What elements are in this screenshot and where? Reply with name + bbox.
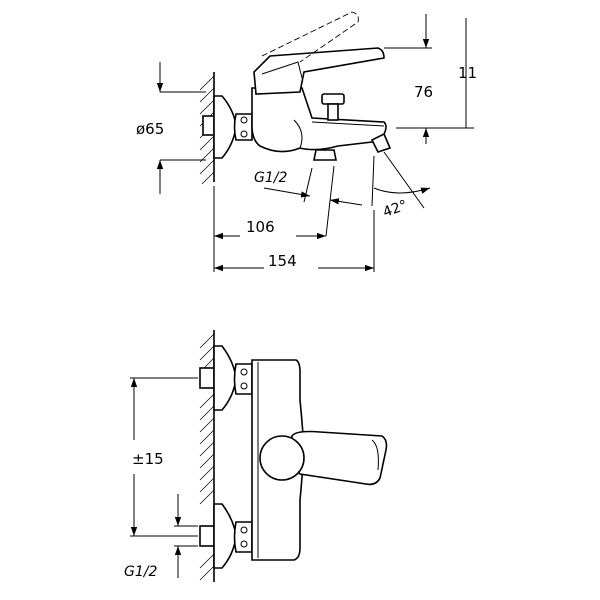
mixer-body [251,87,387,153]
dimension-height-11: 11 76 [384,14,477,144]
side-view: ø65 11 76 G1/2 42° [136,11,477,272]
escutcheon [213,95,237,159]
dimension-height-11-label: 11 [458,64,477,82]
dimension-length-106-label: 106 [246,218,275,236]
dimension-thread-bottom-label: G1/2 [124,564,157,580]
lever-handle-open-position [261,11,359,63]
dimension-diameter: ø65 [136,62,206,194]
nut-detail [240,368,248,376]
dimension-length-154-label: 154 [268,252,297,270]
dimension-thread-bottom: G1/2 [124,494,198,580]
nut-detail [240,116,248,124]
lever-handle [253,47,385,95]
diverter-knob [321,93,345,121]
handle-hub [259,435,305,481]
connector-nut [233,113,253,141]
handle-detail [371,439,379,471]
lever-handle-front [290,430,388,486]
nut-detail [240,540,248,548]
inlet-stub [202,115,215,136]
escutcheon-upper [213,345,237,411]
inlet-stub-lower [199,525,215,547]
front-view: ±15 G1/2 [124,330,388,582]
dimension-height-76-label: 76 [414,83,433,101]
dimension-thread-top-label: G1/2 [254,170,287,186]
nut-detail [240,382,248,390]
dimension-diameter-label: ø65 [136,120,164,138]
dimension-length-106: 106 [213,186,326,272]
nut-detail [240,526,248,534]
body-contour [293,119,303,149]
dimension-spacing-label: ±15 [132,450,164,468]
escutcheon-lower [213,503,237,569]
dimension-spacing: ±15 [130,377,198,537]
connector-nut-upper [233,363,253,395]
dimension-thread-top: G1/2 [254,165,363,237]
dimension-angle-label: 42° [381,197,410,221]
body-contour [311,121,385,127]
spout-aerator [370,132,392,153]
dimension-length-154: 154 [214,210,375,272]
handle-detail [261,61,303,79]
dimension-angle: 42° [371,151,431,221]
shower-outlet [313,149,337,161]
nut-detail [240,130,248,138]
connector-nut-lower [233,521,253,553]
inlet-stub-upper [199,367,215,389]
